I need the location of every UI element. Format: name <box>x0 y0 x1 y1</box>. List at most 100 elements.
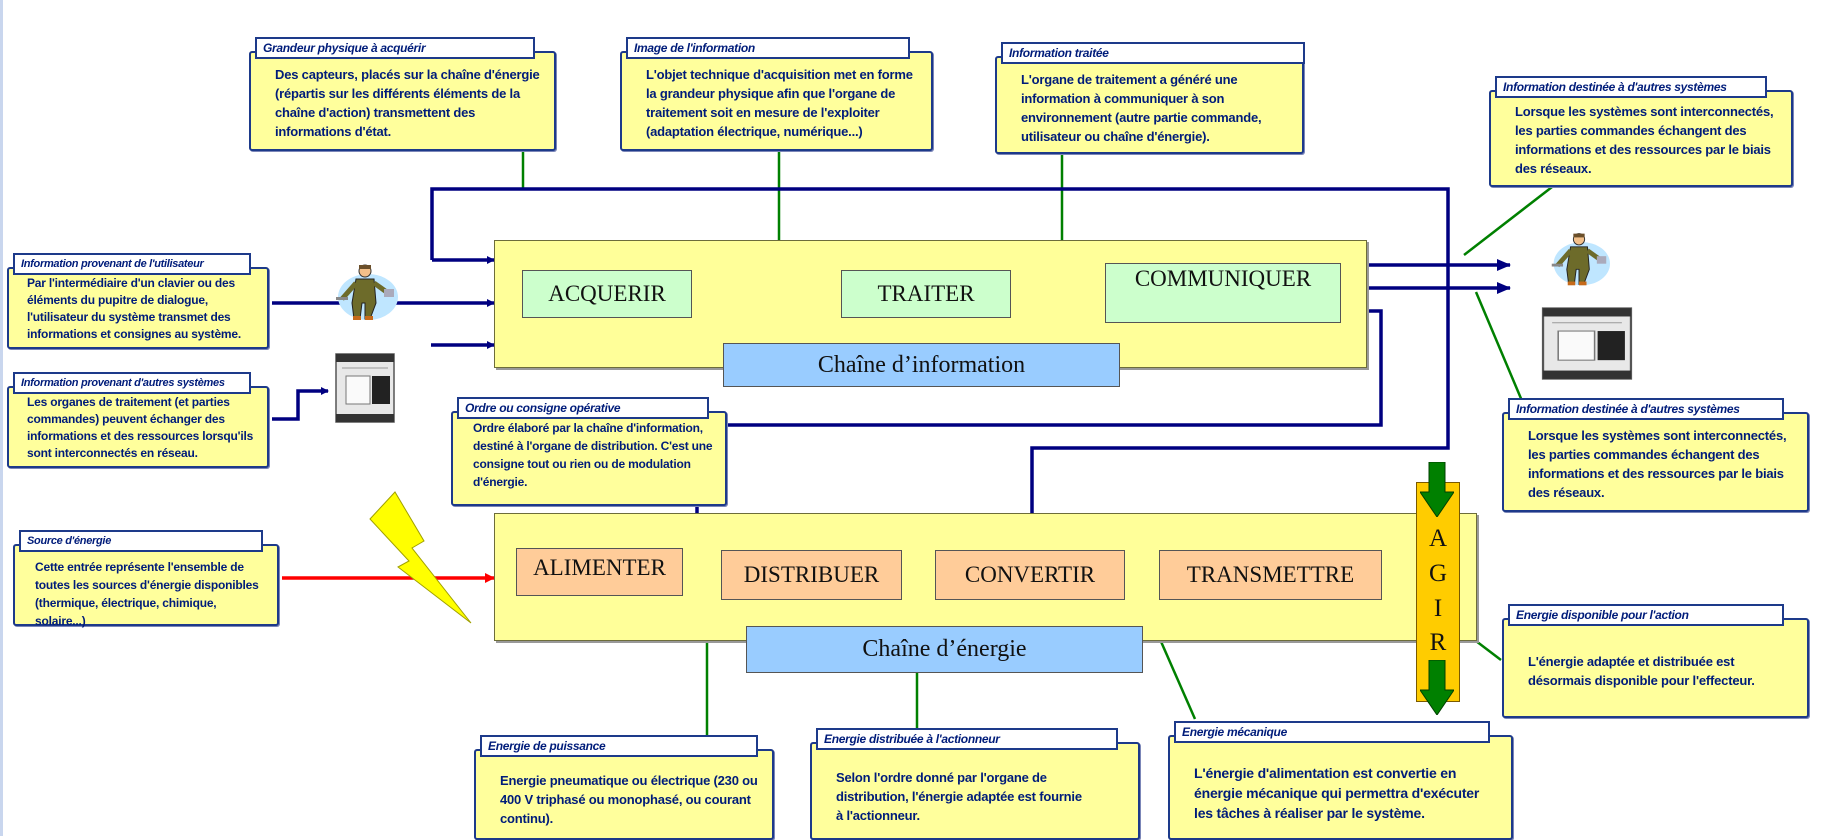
energy-chain-label: Chaîne d’énergie <box>746 626 1143 673</box>
note-title: Ordre ou consigne opérative <box>457 397 709 419</box>
note-line: Cette entrée représente l'ensemble de <box>35 560 244 574</box>
note-line: Ordre élaboré par la chaîne d'informatio… <box>473 421 703 435</box>
note-line: Les organes de traitement (et parties <box>27 395 230 409</box>
note-body <box>1168 735 1513 840</box>
page-edge <box>0 0 3 836</box>
programmable-controller-icon <box>1541 307 1633 380</box>
note-line: à l'actionneur. <box>836 808 920 823</box>
note-title: Source d'énergie <box>19 530 263 552</box>
note-body <box>810 742 1140 840</box>
note-line: les parties commandes échangent des <box>1515 123 1747 138</box>
note-line: L'organe de traitement a généré une <box>1021 72 1238 87</box>
note-text: Energie pneumatique ou électrique (230 o… <box>500 771 764 828</box>
note-body <box>1502 412 1809 512</box>
note-text: Cette entrée représente l'ensemble de to… <box>35 558 269 630</box>
note-body <box>620 51 933 151</box>
note-line: L'énergie adaptée et distribuée est <box>1528 654 1735 669</box>
note-text: Des capteurs, placés sur la chaîne d'éne… <box>275 65 546 141</box>
note-title: Energie de puissance <box>480 735 758 757</box>
note-text: Par l'intermédiaire d'un clavier ou des … <box>27 275 259 343</box>
information-chain-label: Chaîne d’information <box>723 343 1120 387</box>
note-energie-mecanique: Energie mécanique L'énergie d'alimentati… <box>1168 721 1513 840</box>
note-line: L'objet technique d'acquisition met en f… <box>646 67 913 82</box>
note-line: Lorsque les systèmes sont interconnectés… <box>1515 104 1774 119</box>
agir-letter-i: I <box>1433 595 1443 622</box>
note-line: destiné à l'organe de distribution. C'es… <box>473 439 713 453</box>
note-image-information: Image de l'information L'objet technique… <box>620 37 933 151</box>
note-text: Ordre élaboré par la chaîne d'informatio… <box>473 419 717 491</box>
note-text: Lorsque les systèmes sont interconnectés… <box>1515 102 1783 178</box>
agir-arrow-out-icon <box>1420 660 1454 715</box>
note-information-traitee: Information traitée L'organe de traiteme… <box>995 42 1305 154</box>
note-energie-distribuee: Energie distribuée à l'actionneur Selon … <box>810 728 1140 840</box>
feedback-loop <box>430 187 1450 513</box>
note-line: chaîne d'action) transmettent des <box>275 105 476 120</box>
note-line: informations et des ressources par le bi… <box>1515 142 1771 157</box>
note-line: (adaptation électrique, numérique...) <box>646 124 863 139</box>
note-line: Selon l'ordre donné par l'organe de <box>836 770 1047 785</box>
note-line: la grandeur physique afin que l'organe d… <box>646 86 896 101</box>
note-line: commandes) peuvent échanger des <box>27 412 225 426</box>
note-body <box>13 544 279 626</box>
note-line: l'utilisateur du système transmet des <box>27 310 231 324</box>
note-line: continu). <box>500 811 554 826</box>
note-line: toutes les sources d'énergie disponibles <box>35 578 259 592</box>
note-line: éléments du pupitre de dialogue, <box>27 293 208 307</box>
note-energie-disponible: Energie disponible pour l'action L'énerg… <box>1502 604 1809 718</box>
note-line: information à communiquer à son <box>1021 91 1225 106</box>
note-text: Lorsque les systèmes sont interconnectés… <box>1528 426 1799 502</box>
lightning-bolt-icon <box>369 491 472 624</box>
function-transmettre: TRANSMETTRE <box>1159 550 1382 600</box>
note-body <box>7 267 269 349</box>
note-info-autres-systemes: Information provenant d'autres systèmes … <box>7 372 269 468</box>
note-text: L'organe de traitement a généré une info… <box>1021 70 1294 146</box>
note-line: informations d'état. <box>275 124 392 139</box>
note-line: d'énergie. <box>473 475 528 489</box>
note-line: Par l'intermédiaire d'un clavier ou des <box>27 276 235 290</box>
note-info-destinee-top: Information destinée à d'autres systèmes… <box>1489 76 1793 187</box>
note-line: consigne tout ou rien ou de modulation <box>473 457 691 471</box>
note-line: Energie pneumatique ou électrique (230 o… <box>500 773 758 788</box>
note-line: (thermique, électrique, chimique, solair… <box>35 596 217 628</box>
note-text: L'énergie adaptée et distribuée est déso… <box>1528 652 1799 690</box>
note-title: Energie mécanique <box>1174 721 1490 743</box>
note-line: informations et des ressources lorsqu'il… <box>27 429 254 443</box>
note-line: utilisateur ou chaîne d'énergie). <box>1021 129 1210 144</box>
callout-destinee-2 <box>1474 291 1527 409</box>
note-title: Grandeur physique à acquérir <box>255 37 535 59</box>
note-line: les parties commandes échangent des <box>1528 447 1760 462</box>
note-energie-puissance: Energie de puissance Energie pneumatique… <box>474 735 774 840</box>
function-alimenter: ALIMENTER <box>516 548 683 596</box>
worker-with-wrench-icon <box>1551 233 1610 286</box>
note-text: Les organes de traitement (et parties co… <box>27 394 259 462</box>
note-title: Information destinée à d'autres systèmes <box>1495 76 1767 98</box>
note-text: L'énergie d'alimentation est convertie e… <box>1194 763 1503 823</box>
note-line: sont interconnectés en réseau. <box>27 446 198 460</box>
note-line: des réseaux. <box>1528 485 1605 500</box>
note-ordre-consigne: Ordre ou consigne opérative Ordre élabor… <box>451 397 727 506</box>
note-line: environnement (autre partie commande, <box>1021 110 1262 125</box>
note-body <box>995 56 1304 154</box>
note-line: des réseaux. <box>1515 161 1592 176</box>
note-title: Information provenant d'autres systèmes <box>13 372 251 394</box>
agir-letter-r: R <box>1429 629 1447 656</box>
function-communiquer: COMMUNIQUER <box>1105 263 1341 323</box>
note-line: L'énergie d'alimentation est convertie e… <box>1194 765 1457 781</box>
note-body <box>7 386 269 468</box>
function-traiter: TRAITER <box>841 270 1011 318</box>
note-line: 400 V triphasé ou monophasé, ou courant <box>500 792 751 807</box>
function-convertir: CONVERTIR <box>935 550 1125 600</box>
note-info-utilisateur: Information provenant de l'utilisateur P… <box>7 253 269 349</box>
note-body <box>1502 618 1809 718</box>
note-line: Des capteurs, placés sur la chaîne d'éne… <box>275 67 540 82</box>
agir-letter-a: A <box>1428 525 1448 552</box>
note-text: L'objet technique d'acquisition met en f… <box>646 65 923 141</box>
callout-destinee-1 <box>1463 186 1553 256</box>
note-line: informations et des ressources par le bi… <box>1528 466 1784 481</box>
worker-with-wrench-icon <box>336 264 398 320</box>
note-line: les tâches à réaliser par le système. <box>1194 805 1425 821</box>
agir-arrow-in-icon <box>1420 462 1454 517</box>
function-acquerir: ACQUERIR <box>522 270 692 318</box>
note-line: Lorsque les systèmes sont interconnectés… <box>1528 428 1787 443</box>
programmable-controller-icon <box>335 353 395 423</box>
